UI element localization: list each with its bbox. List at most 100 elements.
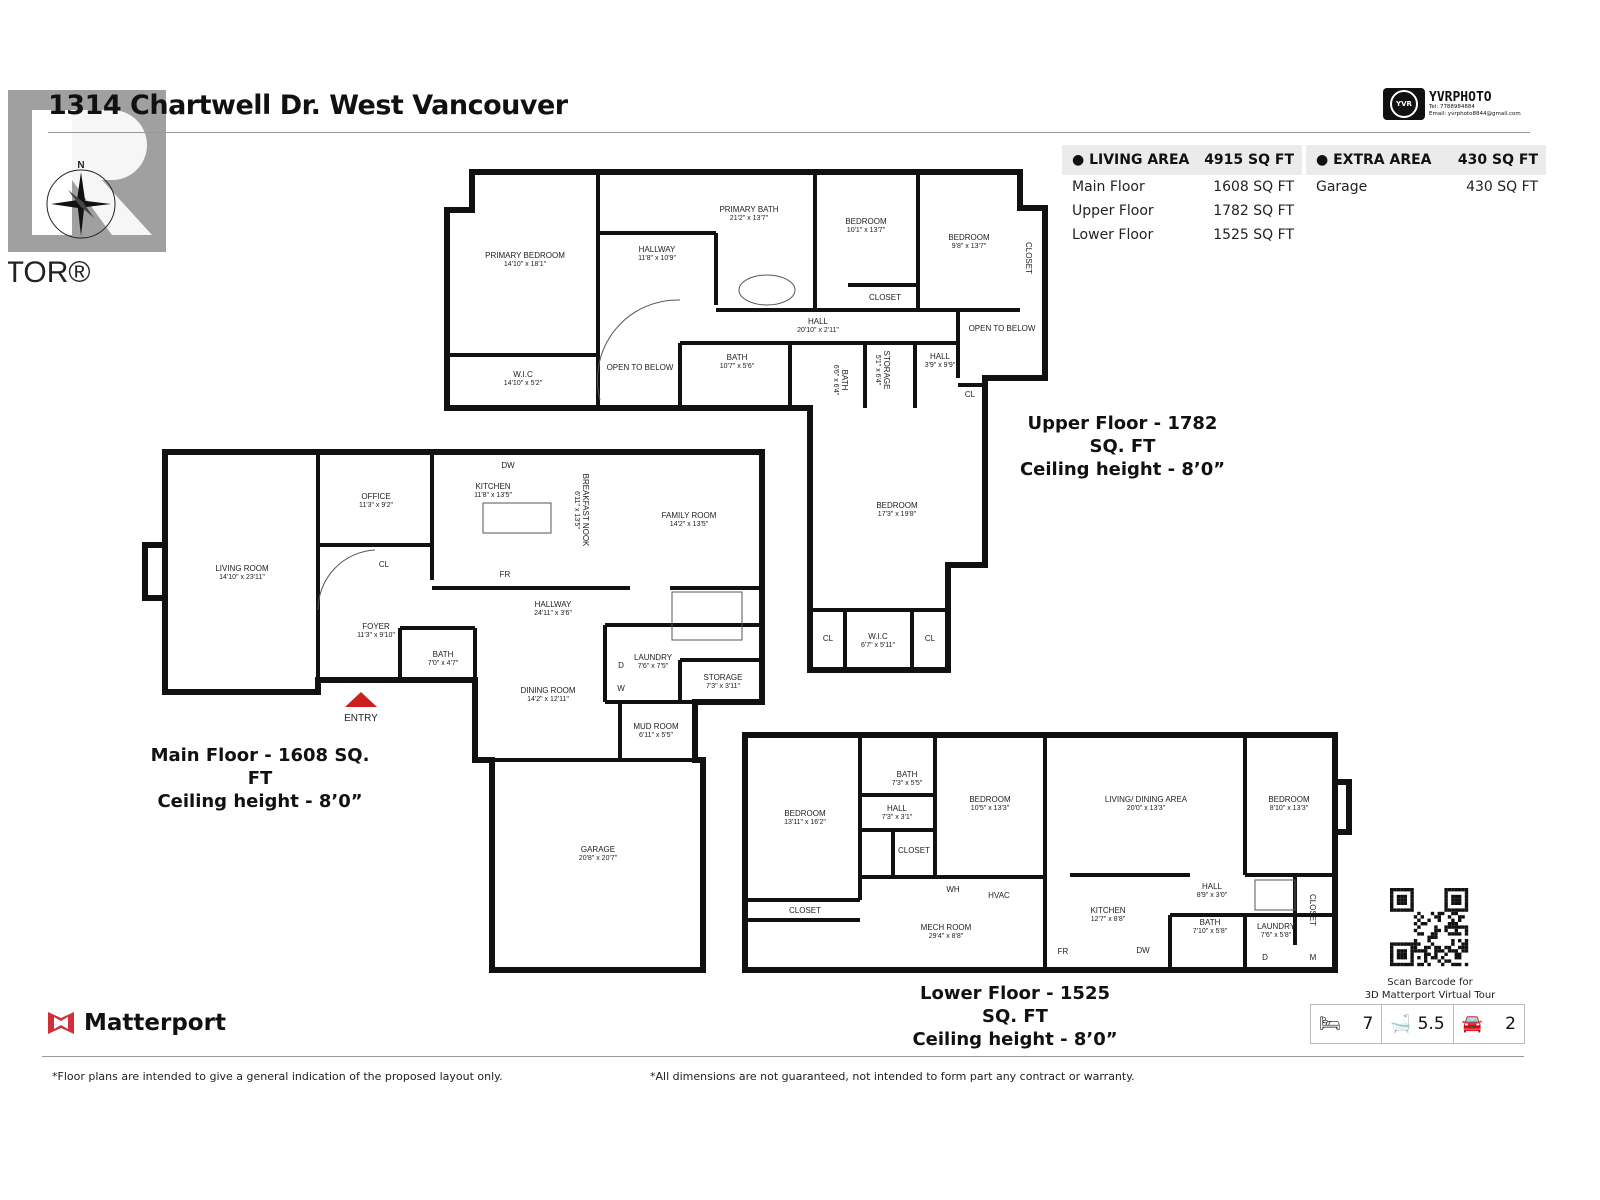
room-name: LAUNDRY — [1257, 922, 1296, 931]
room-name: CLOSET — [898, 846, 930, 855]
qr-module — [1413, 949, 1418, 953]
staircase — [671, 591, 743, 641]
room-name: GARAGE — [581, 845, 615, 854]
qr-module — [1420, 915, 1424, 919]
room-dimensions: 6'7" x 5'11" — [861, 642, 895, 649]
qr-module — [1458, 939, 1462, 943]
qr-module — [1444, 894, 1448, 899]
qr-module — [1390, 898, 1394, 902]
property-stats: 🛏7 🛁5.5 🚘2 — [1310, 1004, 1525, 1044]
qr-module — [1434, 915, 1438, 919]
room-name: BATH — [727, 353, 748, 362]
room-label: W — [617, 684, 625, 693]
qr-module — [1444, 945, 1448, 950]
upper-floor-outline — [444, 169, 1048, 673]
car-icon: 🚘 — [1461, 1014, 1483, 1034]
lower-floor-caption: Lower Floor - 1525 SQ. FT Ceiling height… — [900, 982, 1130, 1051]
ceiling-height: Ceiling height - 8’0” — [912, 1029, 1118, 1050]
spiral-staircase — [596, 299, 681, 401]
room-label: FR — [1058, 947, 1069, 956]
qr-module — [1413, 945, 1418, 950]
qr-module — [1403, 956, 1407, 960]
qr-module — [1464, 905, 1469, 909]
room-name: STORAGE — [704, 673, 743, 682]
qr-module — [1451, 898, 1455, 902]
qr-module — [1441, 949, 1445, 953]
compass-north-label: N — [77, 160, 84, 171]
room-name: PRIMARY BATH — [719, 205, 778, 214]
qr-module — [1447, 932, 1452, 936]
qr-module — [1454, 932, 1458, 936]
entry-label: ENTRY — [344, 713, 378, 724]
qr-module — [1458, 894, 1462, 899]
qr-module — [1454, 956, 1458, 960]
qr-module — [1444, 891, 1448, 895]
qr-module — [1390, 888, 1394, 892]
room-name: KITCHEN — [475, 482, 510, 491]
qr-module — [1417, 942, 1421, 946]
room-label: CLOSET — [869, 293, 901, 302]
extra-area-total: 430 SQ FT — [1457, 152, 1538, 168]
matterport-wordmark: Matterport — [84, 1010, 226, 1036]
room-name: HALLWAY — [535, 600, 572, 609]
qr-module — [1458, 888, 1462, 892]
qr-module — [1430, 911, 1435, 916]
qr-module — [1424, 922, 1428, 926]
divider — [48, 132, 1530, 133]
room-dimensions: 14'10" x 5'2" — [504, 380, 543, 387]
upper-floor-caption: Upper Floor - 1782 SQ. FT Ceiling height… — [1010, 412, 1235, 481]
qr-module — [1410, 949, 1414, 953]
qr-module — [1410, 959, 1414, 963]
qr-module — [1434, 949, 1438, 953]
area-row-value: 1782 SQ FT — [1213, 203, 1294, 219]
room-dimensions: 10'5" x 13'3" — [971, 805, 1010, 812]
qr-module — [1461, 915, 1465, 919]
qr-module — [1451, 939, 1455, 943]
qr-module — [1451, 918, 1455, 922]
room-label: HVAC — [988, 891, 1010, 900]
qr-module — [1437, 918, 1441, 922]
qr-module — [1464, 888, 1469, 892]
qr-module — [1407, 942, 1411, 946]
room-name: BEDROOM — [1268, 795, 1310, 804]
room-label: CLOSET — [898, 846, 930, 855]
room-label: DW — [1136, 946, 1150, 955]
qr-caption: Scan Barcode for 3D Matterport Virtual T… — [1360, 976, 1500, 1002]
qr-module — [1390, 956, 1394, 960]
garage-count: 2 — [1505, 1014, 1516, 1034]
qr-module — [1458, 901, 1462, 905]
qr-module — [1396, 898, 1401, 902]
room-name: HALL — [1202, 882, 1223, 891]
room-dimensions: 13'11" x 16'2" — [784, 819, 826, 826]
qr-module — [1403, 908, 1407, 912]
qr-module — [1417, 956, 1421, 960]
qr-module — [1390, 908, 1394, 912]
qr-module — [1458, 898, 1462, 902]
area-row-value: 1525 SQ FT — [1213, 227, 1294, 243]
qr-module — [1427, 945, 1431, 950]
room-name: BATH — [433, 650, 454, 659]
photographer-tel: Tel: 7788984884 — [1429, 103, 1475, 110]
room-dimensions: 10'7" x 5'6" — [720, 363, 755, 370]
qr-module — [1461, 949, 1465, 953]
disclaimer-dimensions: *All dimensions are not guaranteed, not … — [650, 1070, 1135, 1083]
qr-module — [1410, 952, 1414, 956]
room-dimensions: 14'10" x 18'1" — [504, 261, 547, 268]
qr-module — [1403, 962, 1407, 967]
room-dimensions: 12'7" x 8'8" — [1091, 916, 1126, 923]
room-name: BEDROOM — [784, 809, 826, 818]
qr-module — [1464, 939, 1469, 943]
fireplace — [142, 542, 168, 601]
living-area-total: 4915 SQ FT — [1204, 152, 1294, 168]
